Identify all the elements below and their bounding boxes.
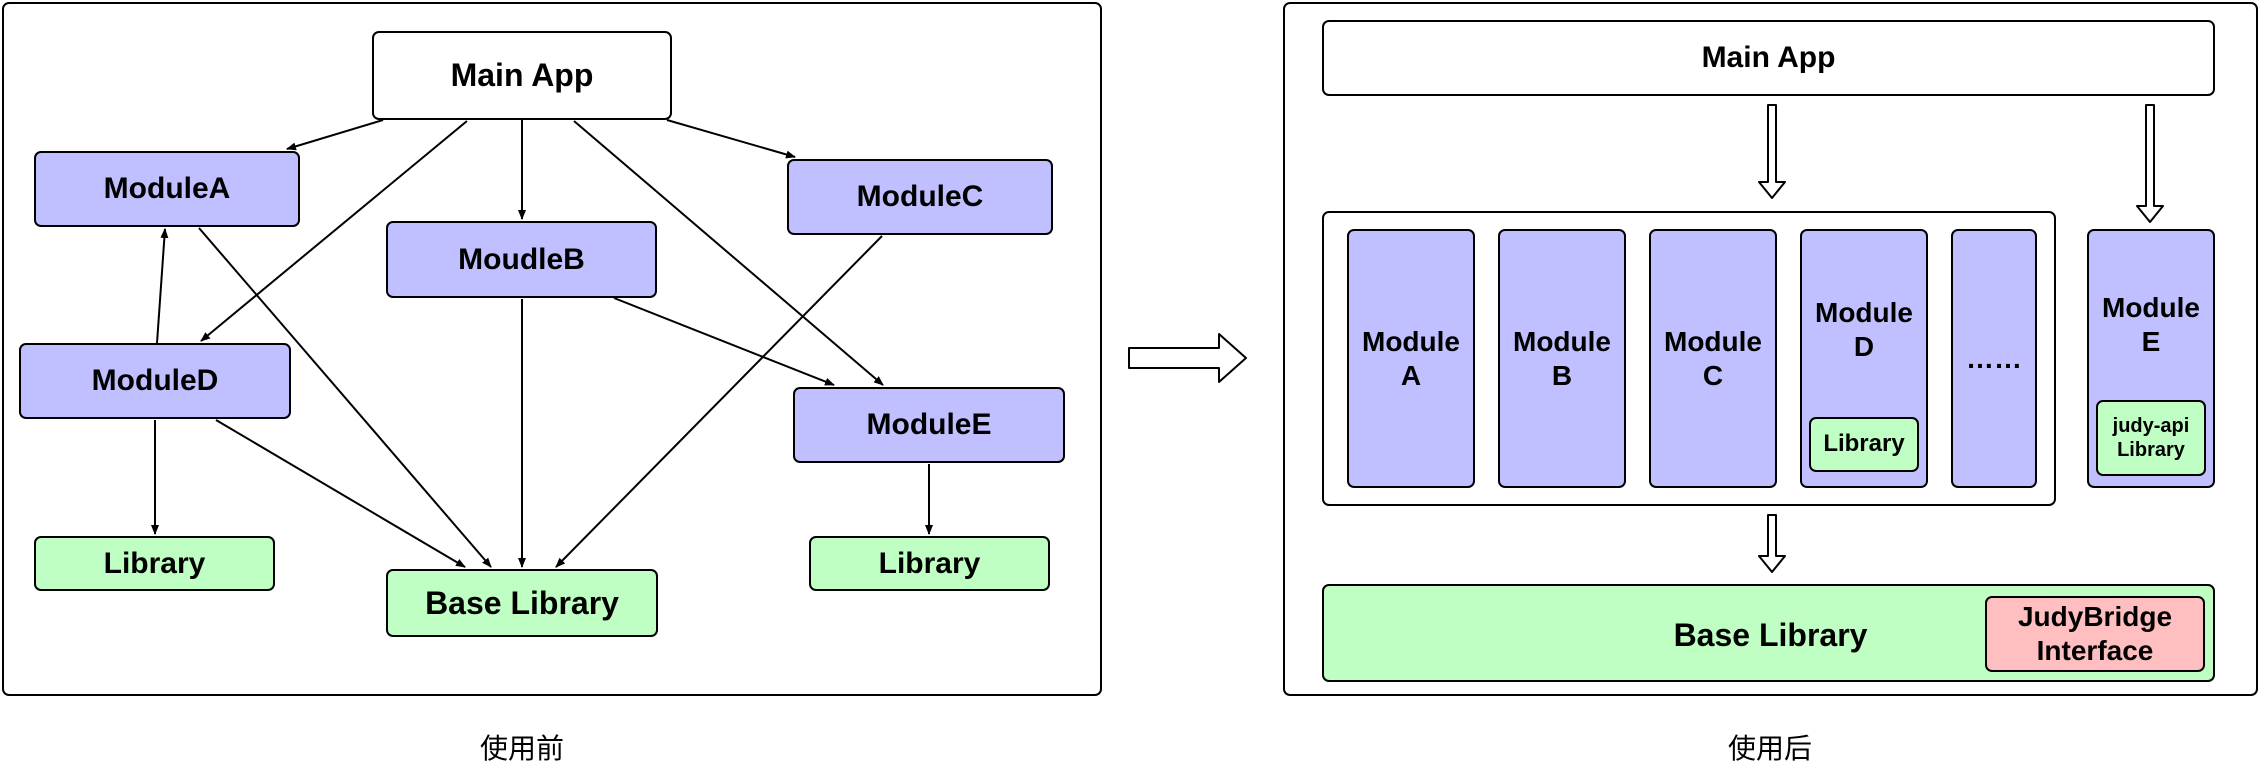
before-main-app-box: Main App [372,31,672,120]
before-module-e-box: ModuleE [793,387,1065,463]
after-main-app-box: Main App [1322,20,2215,96]
after-base-library-label: Base Library [1673,617,1868,653]
before-library-left-box: Library [34,536,275,591]
after-more-modules-box: …… [1951,229,2037,488]
after-module-c-box: Module C [1649,229,1777,488]
judybridge-interface-box: JudyBridge Interface [1985,596,2205,672]
before-module-d-box: ModuleD [19,343,291,419]
after-module-a-box: Module A [1347,229,1475,488]
after-module-d-library-box: Library [1809,417,1919,472]
before-base-library-box: Base Library [386,569,658,637]
before-caption: 使用前 [479,732,564,765]
transition-arrow [1128,333,1247,383]
before-module-a-box: ModuleA [34,151,300,227]
before-module-c-box: ModuleC [787,159,1053,235]
after-module-b-box: Module B [1498,229,1626,488]
after-module-e-library-box: judy-api Library [2096,400,2206,476]
after-caption: 使用后 [1727,732,1812,765]
before-library-right-box: Library [809,536,1050,591]
before-module-b-box: MoudleB [386,221,657,298]
